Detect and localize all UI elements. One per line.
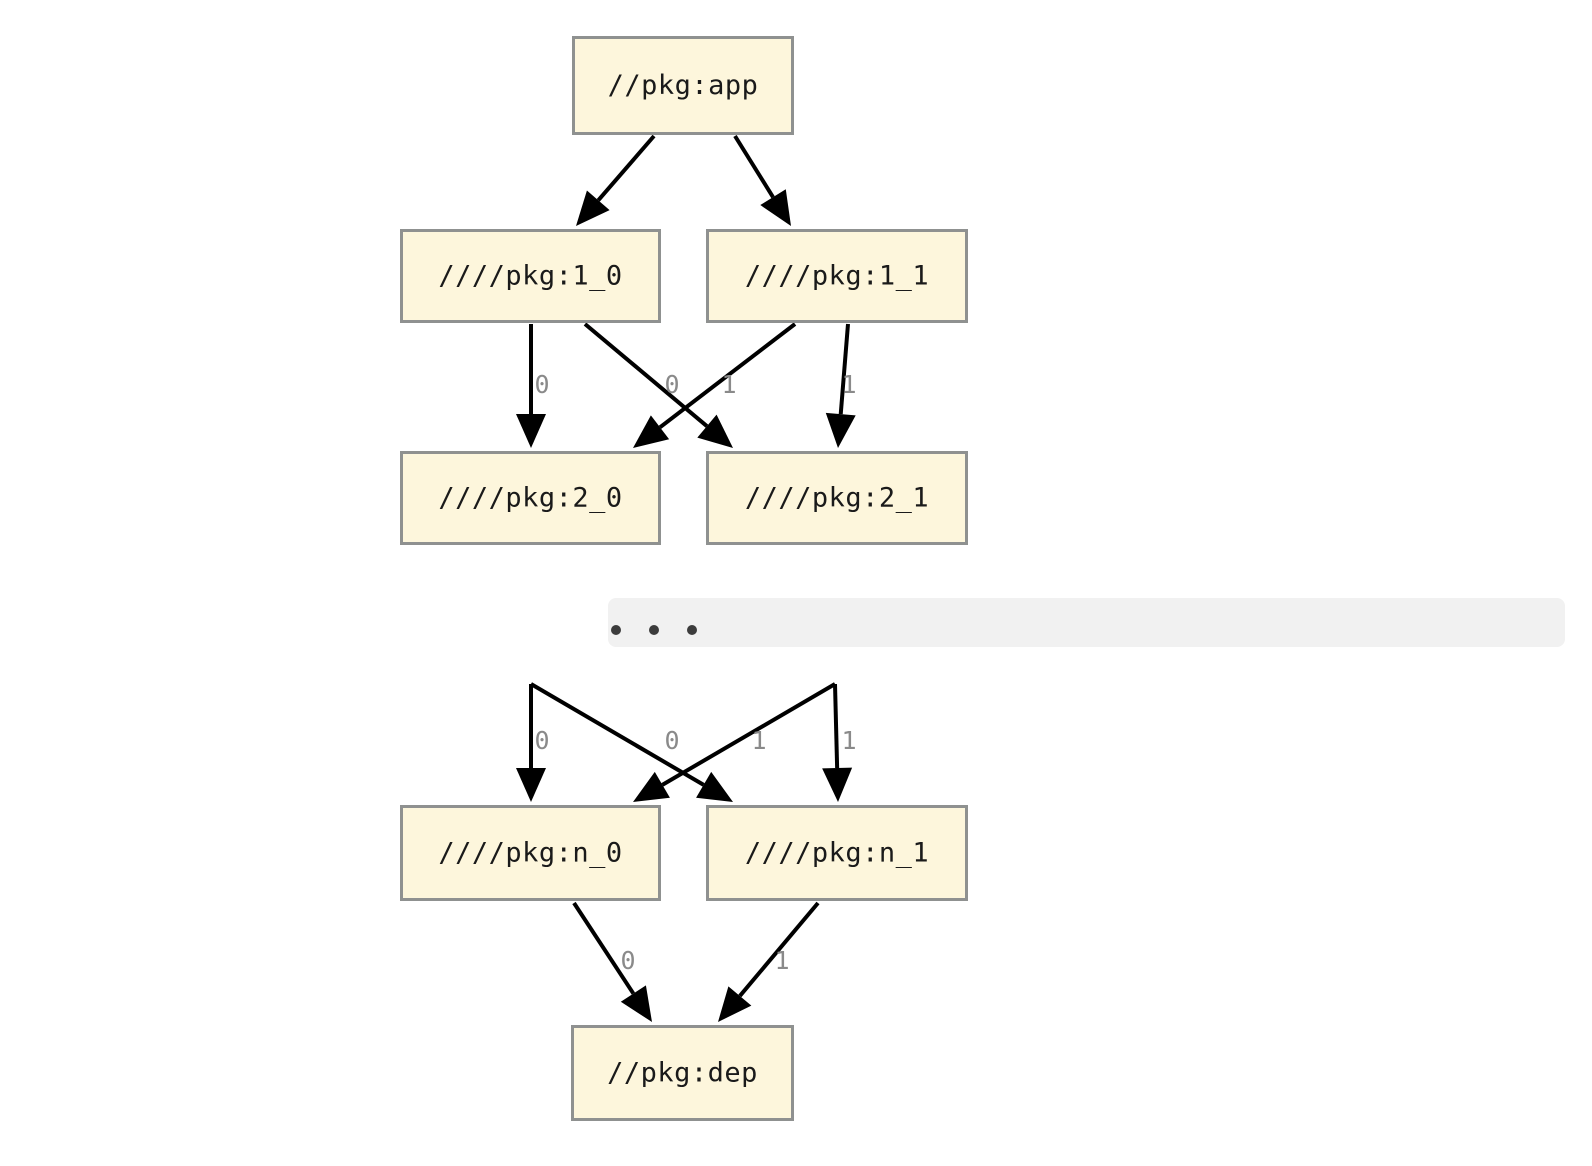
edge-arrowhead-icon (696, 771, 733, 802)
node-box[interactable] (706, 805, 968, 901)
edge-shaft (661, 682, 837, 787)
graph-node-nn_1[interactable]: ////pkg:n_1 (706, 805, 968, 901)
edge-shaft (583, 322, 709, 428)
graph-edge-n_1-to-dep: 1 (718, 901, 820, 1022)
edge-shaft (838, 323, 850, 415)
ellipsis-layer (608, 598, 1565, 647)
edge-label: 1 (751, 726, 766, 755)
edge-label: 1 (841, 726, 856, 755)
edge-label: 0 (664, 726, 679, 755)
edge-shaft (658, 322, 797, 429)
edge-arrowhead-icon (633, 771, 670, 802)
node-box[interactable] (706, 229, 968, 323)
graph-edge-cut-to-n_0: 0 (516, 684, 550, 802)
node-label: //pkg:dep (607, 1058, 758, 1089)
edge-arrowhead-icon (697, 414, 733, 448)
graph-edge-1_0-to-2_0: 0 (516, 324, 550, 448)
node-label: ////pkg:2_1 (745, 483, 929, 514)
graph-edge-cut-to-n_1: 0 (529, 682, 733, 802)
edge-shaft (738, 901, 820, 998)
edge-arrowhead-icon (620, 985, 652, 1022)
graph-edge-1_1-to-2_0: 1 (633, 322, 797, 448)
edge-arrowhead-icon (633, 415, 670, 448)
node-label: ////pkg:n_1 (745, 838, 929, 869)
graph-edge-cut-to-n_0b: 1 (633, 682, 837, 802)
edge-arrowhead-icon (516, 768, 546, 802)
truncation-band (608, 598, 1565, 647)
graph-node-n2_1[interactable]: ////pkg:2_1 (706, 451, 968, 545)
edge-label: 0 (534, 726, 549, 755)
graph-node-n1_0[interactable]: ////pkg:1_0 (400, 229, 661, 323)
graph-node-n2_0[interactable]: ////pkg:2_0 (400, 451, 661, 545)
graph-node-app[interactable]: //pkg:app (572, 36, 794, 135)
graph-edge-1_1-to-2_1: 1 (825, 323, 857, 448)
edge-arrowhead-icon (822, 767, 853, 802)
node-box[interactable] (706, 451, 968, 545)
node-label: ////pkg:2_0 (438, 483, 622, 514)
graph-edge-n_0-to-dep: 0 (572, 901, 652, 1022)
edge-shaft (833, 683, 840, 769)
edge-arrowhead-icon (760, 189, 791, 226)
node-box[interactable] (571, 1025, 794, 1121)
graph-node-nn_0[interactable]: ////pkg:n_0 (400, 805, 661, 901)
graph-edge-cut-to-n_1b: 1 (822, 683, 857, 802)
graph-edge-app-to-1_1 (733, 134, 791, 226)
edge-label: 0 (620, 946, 635, 975)
edges-layer: 0 0 1 1 0 0 1 1 0 1 (516, 134, 857, 1022)
node-box[interactable] (400, 805, 661, 901)
edge-shaft (529, 682, 705, 787)
node-box[interactable] (572, 36, 794, 135)
edge-arrowhead-icon (516, 414, 546, 448)
graph-node-n1_1[interactable]: ////pkg:1_1 (706, 229, 968, 323)
node-label: ////pkg:n_0 (438, 838, 622, 869)
node-label: ////pkg:1_0 (438, 261, 622, 292)
edge-shaft (733, 134, 775, 199)
node-label: ////pkg:1_1 (745, 261, 929, 292)
edge-shaft (572, 901, 636, 995)
ellipsis-dot (611, 625, 621, 635)
edge-arrowhead-icon (718, 986, 752, 1022)
edge-shaft (596, 134, 656, 202)
edge-arrowhead-icon (576, 190, 610, 226)
node-box[interactable] (400, 229, 661, 323)
edge-arrowhead-icon (825, 412, 856, 448)
ellipsis-dot (649, 625, 659, 635)
edge-label: 0 (534, 370, 549, 399)
ellipsis-dot (687, 625, 697, 635)
graph-node-dep[interactable]: //pkg:dep (571, 1025, 794, 1121)
node-label: //pkg:app (608, 70, 759, 101)
edge-label: 1 (721, 370, 736, 399)
edge-label: 1 (841, 370, 856, 399)
edge-label: 0 (664, 370, 679, 399)
node-box[interactable] (400, 451, 661, 545)
edge-label: 1 (774, 946, 789, 975)
nodes-layer: //pkg:app ////pkg:1_0 ////pkg:1_1 ////pkg:2… (400, 36, 968, 1121)
graph-edge-app-to-1_0 (576, 134, 656, 226)
